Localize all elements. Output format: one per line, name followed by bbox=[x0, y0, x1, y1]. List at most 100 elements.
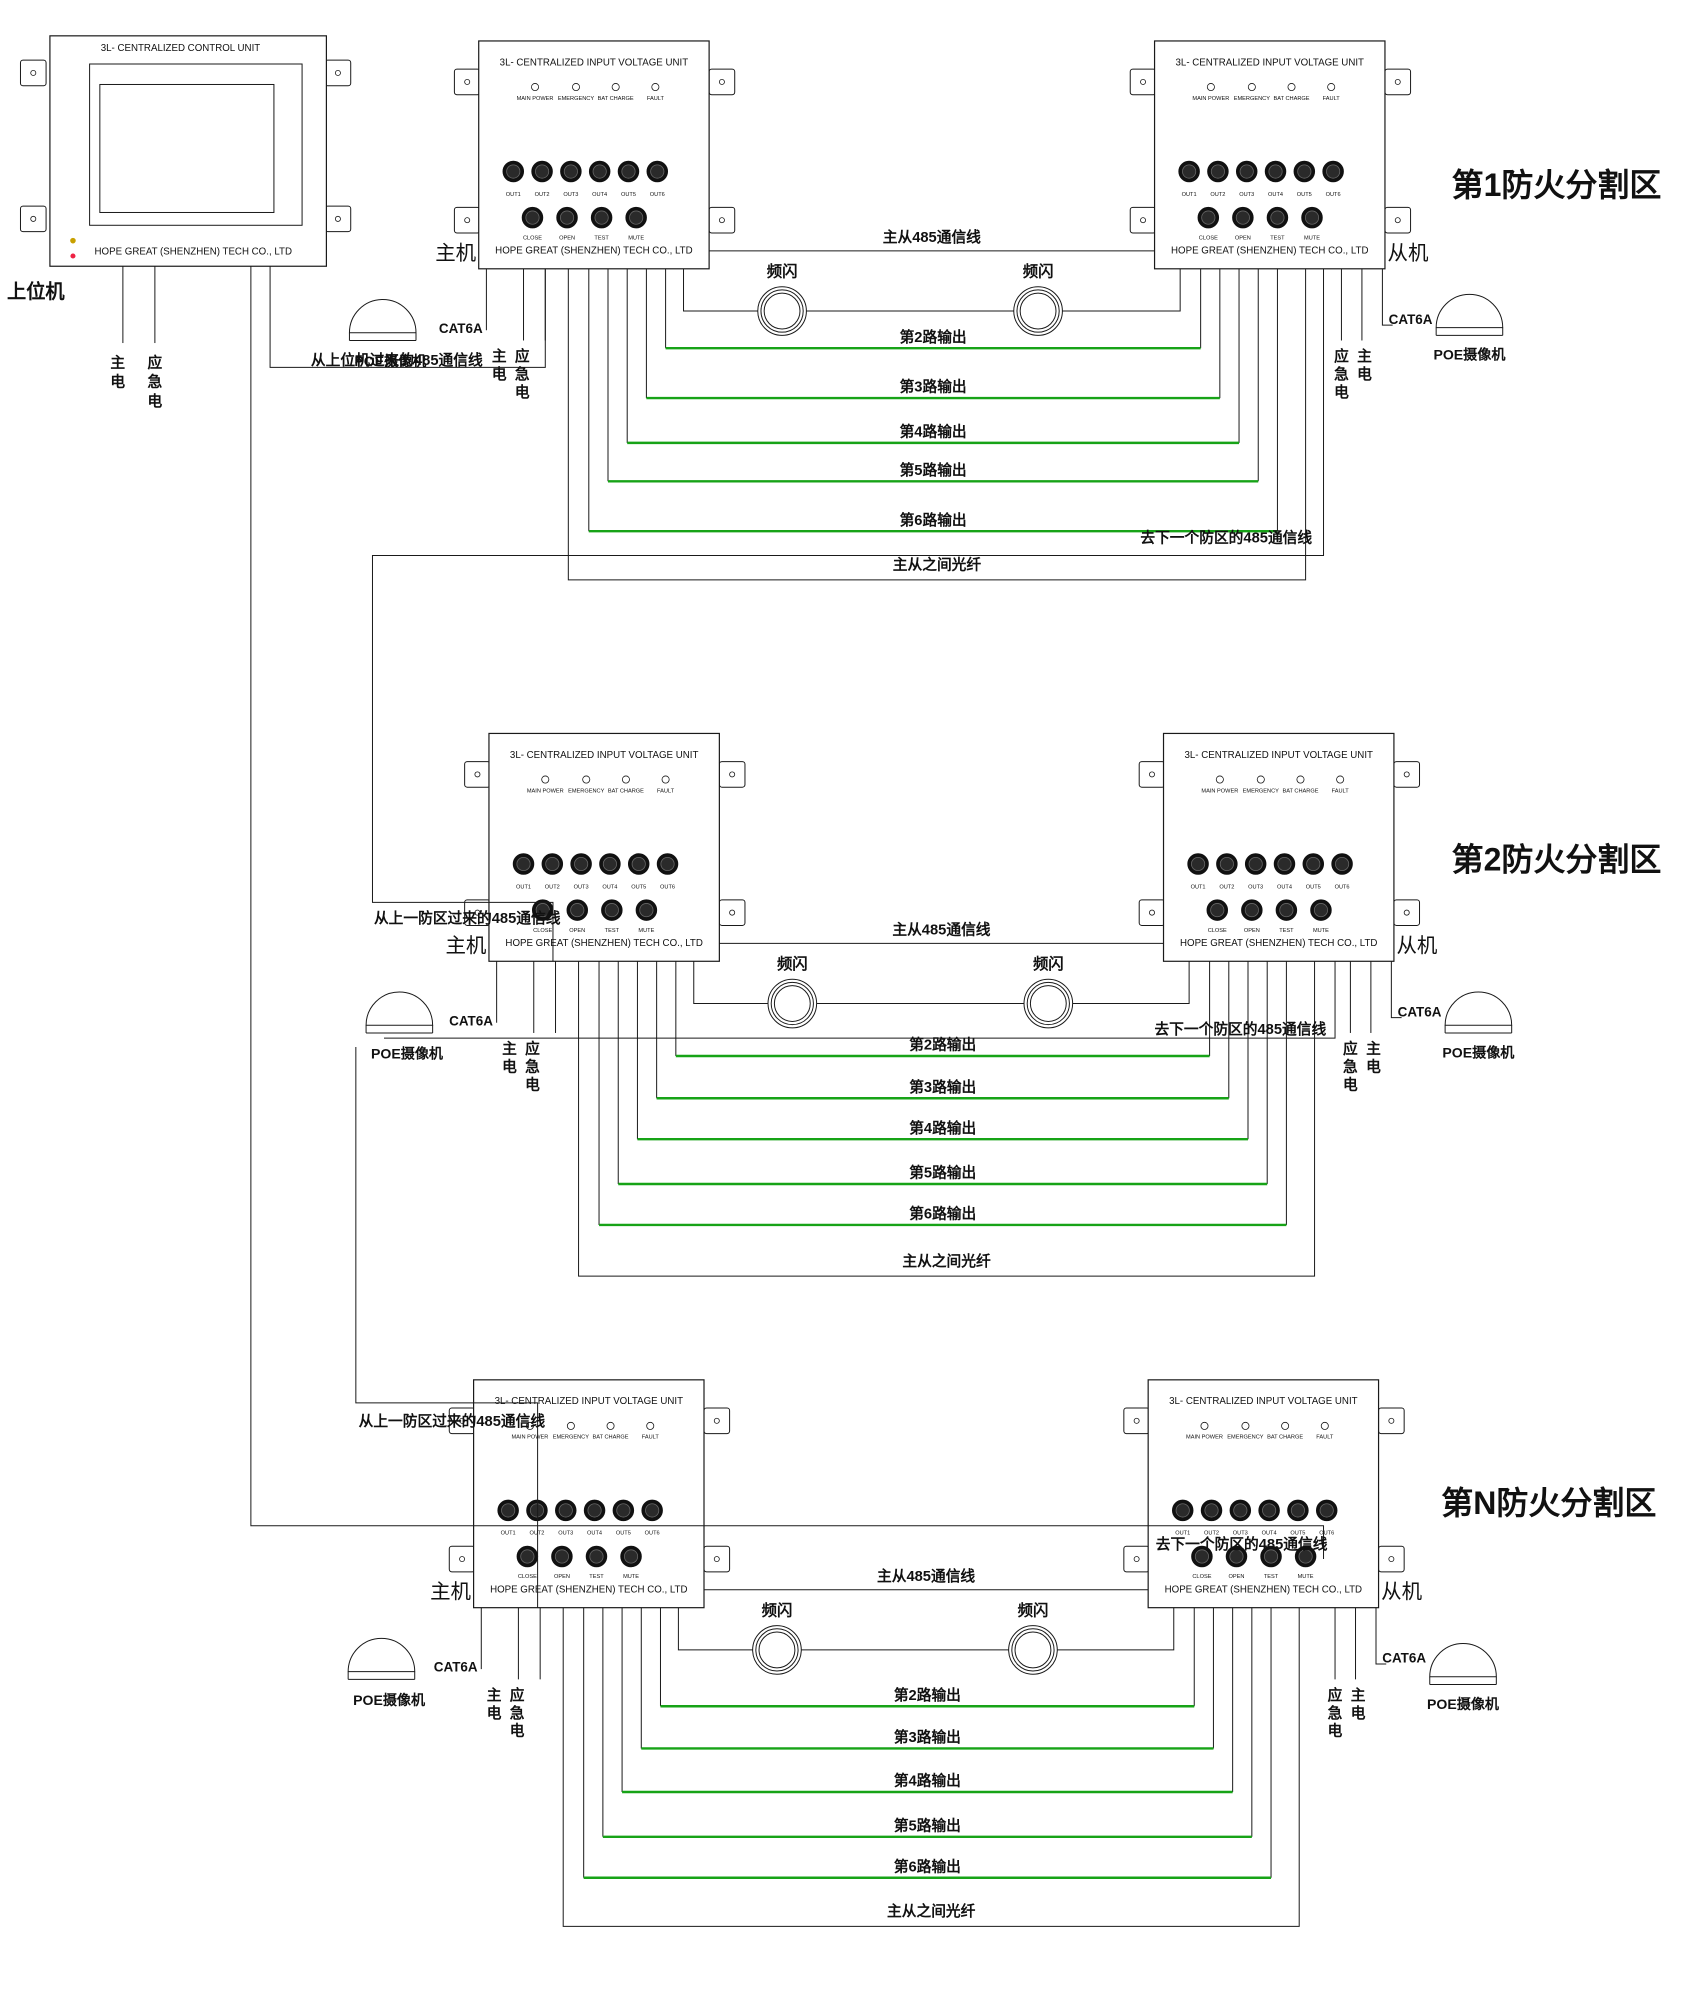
control-button-face bbox=[1270, 210, 1285, 225]
master-camera-label: POE摄像机 bbox=[371, 1046, 444, 1062]
master-power-main-label-char: 主 bbox=[502, 1039, 517, 1057]
zone-title: 第N防火分割区 bbox=[1441, 1485, 1656, 1521]
unit-title: 3L- CENTRALIZED INPUT VOLTAGE UNIT bbox=[1169, 1396, 1358, 1407]
indicator-led bbox=[1241, 1421, 1250, 1430]
output-button-face bbox=[1191, 856, 1206, 872]
output-button-face bbox=[621, 164, 636, 179]
slave-cat6a-label: CAT6A bbox=[1398, 1004, 1442, 1019]
mounting-tab-hole bbox=[713, 1556, 720, 1562]
control-label: CLOSE bbox=[523, 235, 542, 241]
control-button-face bbox=[1194, 1549, 1209, 1564]
output-button-face bbox=[558, 1503, 573, 1518]
control-unit-led bbox=[70, 253, 76, 259]
rs485-bus: 从上位机过来的485通信线去下一个防区的485通信线从上一防区过来的485通信线… bbox=[250, 266, 1336, 1608]
control-label: CLOSE bbox=[1192, 1574, 1211, 1580]
indicator-label: MAIN POWER bbox=[511, 1435, 548, 1441]
output-button-face bbox=[1175, 1503, 1190, 1518]
unit-title: 3L- CENTRALIZED INPUT VOLTAGE UNIT bbox=[500, 57, 689, 68]
unit-title: 3L- CENTRALIZED INPUT VOLTAGE UNIT bbox=[510, 750, 699, 761]
control-label: OPEN bbox=[1244, 928, 1260, 934]
output-label: OUT6 bbox=[1335, 884, 1350, 890]
slave-cat6a-label: CAT6A bbox=[1389, 312, 1433, 327]
mounting-tab bbox=[718, 899, 746, 926]
slave-poe-camera bbox=[1429, 1643, 1497, 1685]
strobe-right bbox=[1008, 1625, 1058, 1675]
mounting-tab bbox=[1384, 206, 1412, 234]
output-button-face bbox=[1335, 856, 1350, 872]
control-button-face bbox=[535, 903, 550, 918]
master-poe-camera bbox=[347, 1637, 416, 1680]
indicator-led bbox=[1247, 83, 1256, 92]
mounting-tab-hole bbox=[1403, 771, 1410, 778]
output-label: OUT5 bbox=[631, 884, 646, 890]
mounting-tab-hole bbox=[334, 215, 341, 222]
strobe-label: 频闪 bbox=[1033, 954, 1064, 973]
master-power-emergency-label-char: 应 bbox=[515, 347, 530, 365]
unit-maker: HOPE GREAT (SHENZHEN) TECH CO., LTD bbox=[490, 1584, 687, 1595]
mounting-tab-hole bbox=[464, 78, 471, 85]
mounting-tab bbox=[1129, 206, 1157, 234]
control-label: OPEN bbox=[1235, 235, 1251, 241]
indicator-led bbox=[572, 83, 580, 92]
unit-body bbox=[1153, 40, 1386, 270]
control-unit-maker: HOPE GREAT (SHENZHEN) TECH CO., LTD bbox=[95, 247, 292, 258]
mounting-tab bbox=[464, 761, 491, 788]
output-label: OUT1 bbox=[1175, 1531, 1190, 1537]
indicator-label: FAULT bbox=[647, 96, 665, 102]
strobe-ring-inner bbox=[1014, 1631, 1052, 1669]
unit-title: 3L- CENTRALIZED INPUT VOLTAGE UNIT bbox=[1176, 57, 1365, 68]
unit-body bbox=[488, 732, 720, 962]
output-label: OUT2 bbox=[1210, 192, 1225, 198]
master-label: 主机 bbox=[435, 242, 476, 265]
control-button-face bbox=[604, 903, 619, 918]
indicator-label: BAT CHARGE bbox=[1267, 1435, 1303, 1441]
unit-maker: HOPE GREAT (SHENZHEN) TECH CO., LTD bbox=[495, 245, 692, 256]
master-power-emergency-label-char: 应 bbox=[510, 1686, 525, 1704]
slave-power-emergency-label-char: 电 bbox=[1334, 383, 1349, 401]
to-next-zone-label: 去下一个防区的485通信线 bbox=[1140, 529, 1312, 547]
slave-power-main-label-char: 主 bbox=[1351, 1686, 1366, 1704]
output-label: OUT2 bbox=[535, 192, 550, 198]
strobe-ring-outer bbox=[767, 978, 818, 1029]
mounting-tab bbox=[1138, 899, 1166, 926]
output-label: OUT1 bbox=[506, 192, 521, 198]
strobe-ring-outer bbox=[1013, 286, 1063, 336]
output-line-label: 第4路输出 bbox=[894, 1772, 961, 1790]
slave-power-emergency-label-char: 急 bbox=[1343, 1057, 1358, 1075]
output-button-face bbox=[563, 164, 578, 179]
output-line-label: 第6路输出 bbox=[894, 1857, 961, 1875]
master-cat6a-label: CAT6A bbox=[434, 1660, 478, 1675]
unit-maker: HOPE GREAT (SHENZHEN) TECH CO., LTD bbox=[505, 938, 702, 949]
fire-zone-3: 3L- CENTRALIZED INPUT VOLTAGE UNIT MAIN P… bbox=[347, 1379, 1656, 1927]
mounting-tab-hole bbox=[459, 1556, 466, 1562]
slave-label: 从机 bbox=[1388, 242, 1429, 265]
unit-body bbox=[478, 40, 710, 270]
output-label: OUT5 bbox=[621, 192, 636, 198]
output-button-face bbox=[516, 856, 531, 872]
output-line-label: 第2路输出 bbox=[909, 1036, 976, 1054]
output-label: OUT4 bbox=[587, 1531, 602, 1537]
master-poe-camera bbox=[365, 991, 434, 1034]
control-button-face bbox=[1229, 1549, 1244, 1564]
control-button-face bbox=[1235, 210, 1250, 225]
control-label: TEST bbox=[1264, 1574, 1279, 1580]
strobe-left bbox=[757, 286, 807, 336]
slave-power-main-label-char: 电 bbox=[1351, 1704, 1366, 1722]
control-label: MUTE bbox=[623, 1574, 639, 1580]
output-line-label: 第3路输出 bbox=[909, 1078, 976, 1096]
mounting-tab bbox=[703, 1407, 731, 1435]
output-button-face bbox=[602, 856, 617, 872]
strobe-ring-middle bbox=[755, 1628, 799, 1672]
output-button-face bbox=[650, 164, 665, 179]
mounting-tab bbox=[1378, 1407, 1405, 1435]
control-label: TEST bbox=[605, 928, 620, 934]
mounting-tab-hole bbox=[718, 78, 725, 85]
mounting-tab-hole bbox=[464, 217, 471, 224]
output-line-label: 第5路输出 bbox=[900, 461, 967, 479]
output-line-label: 第4路输出 bbox=[909, 1119, 976, 1137]
mounting-tab bbox=[708, 68, 736, 96]
output-label: OUT5 bbox=[1297, 192, 1312, 198]
